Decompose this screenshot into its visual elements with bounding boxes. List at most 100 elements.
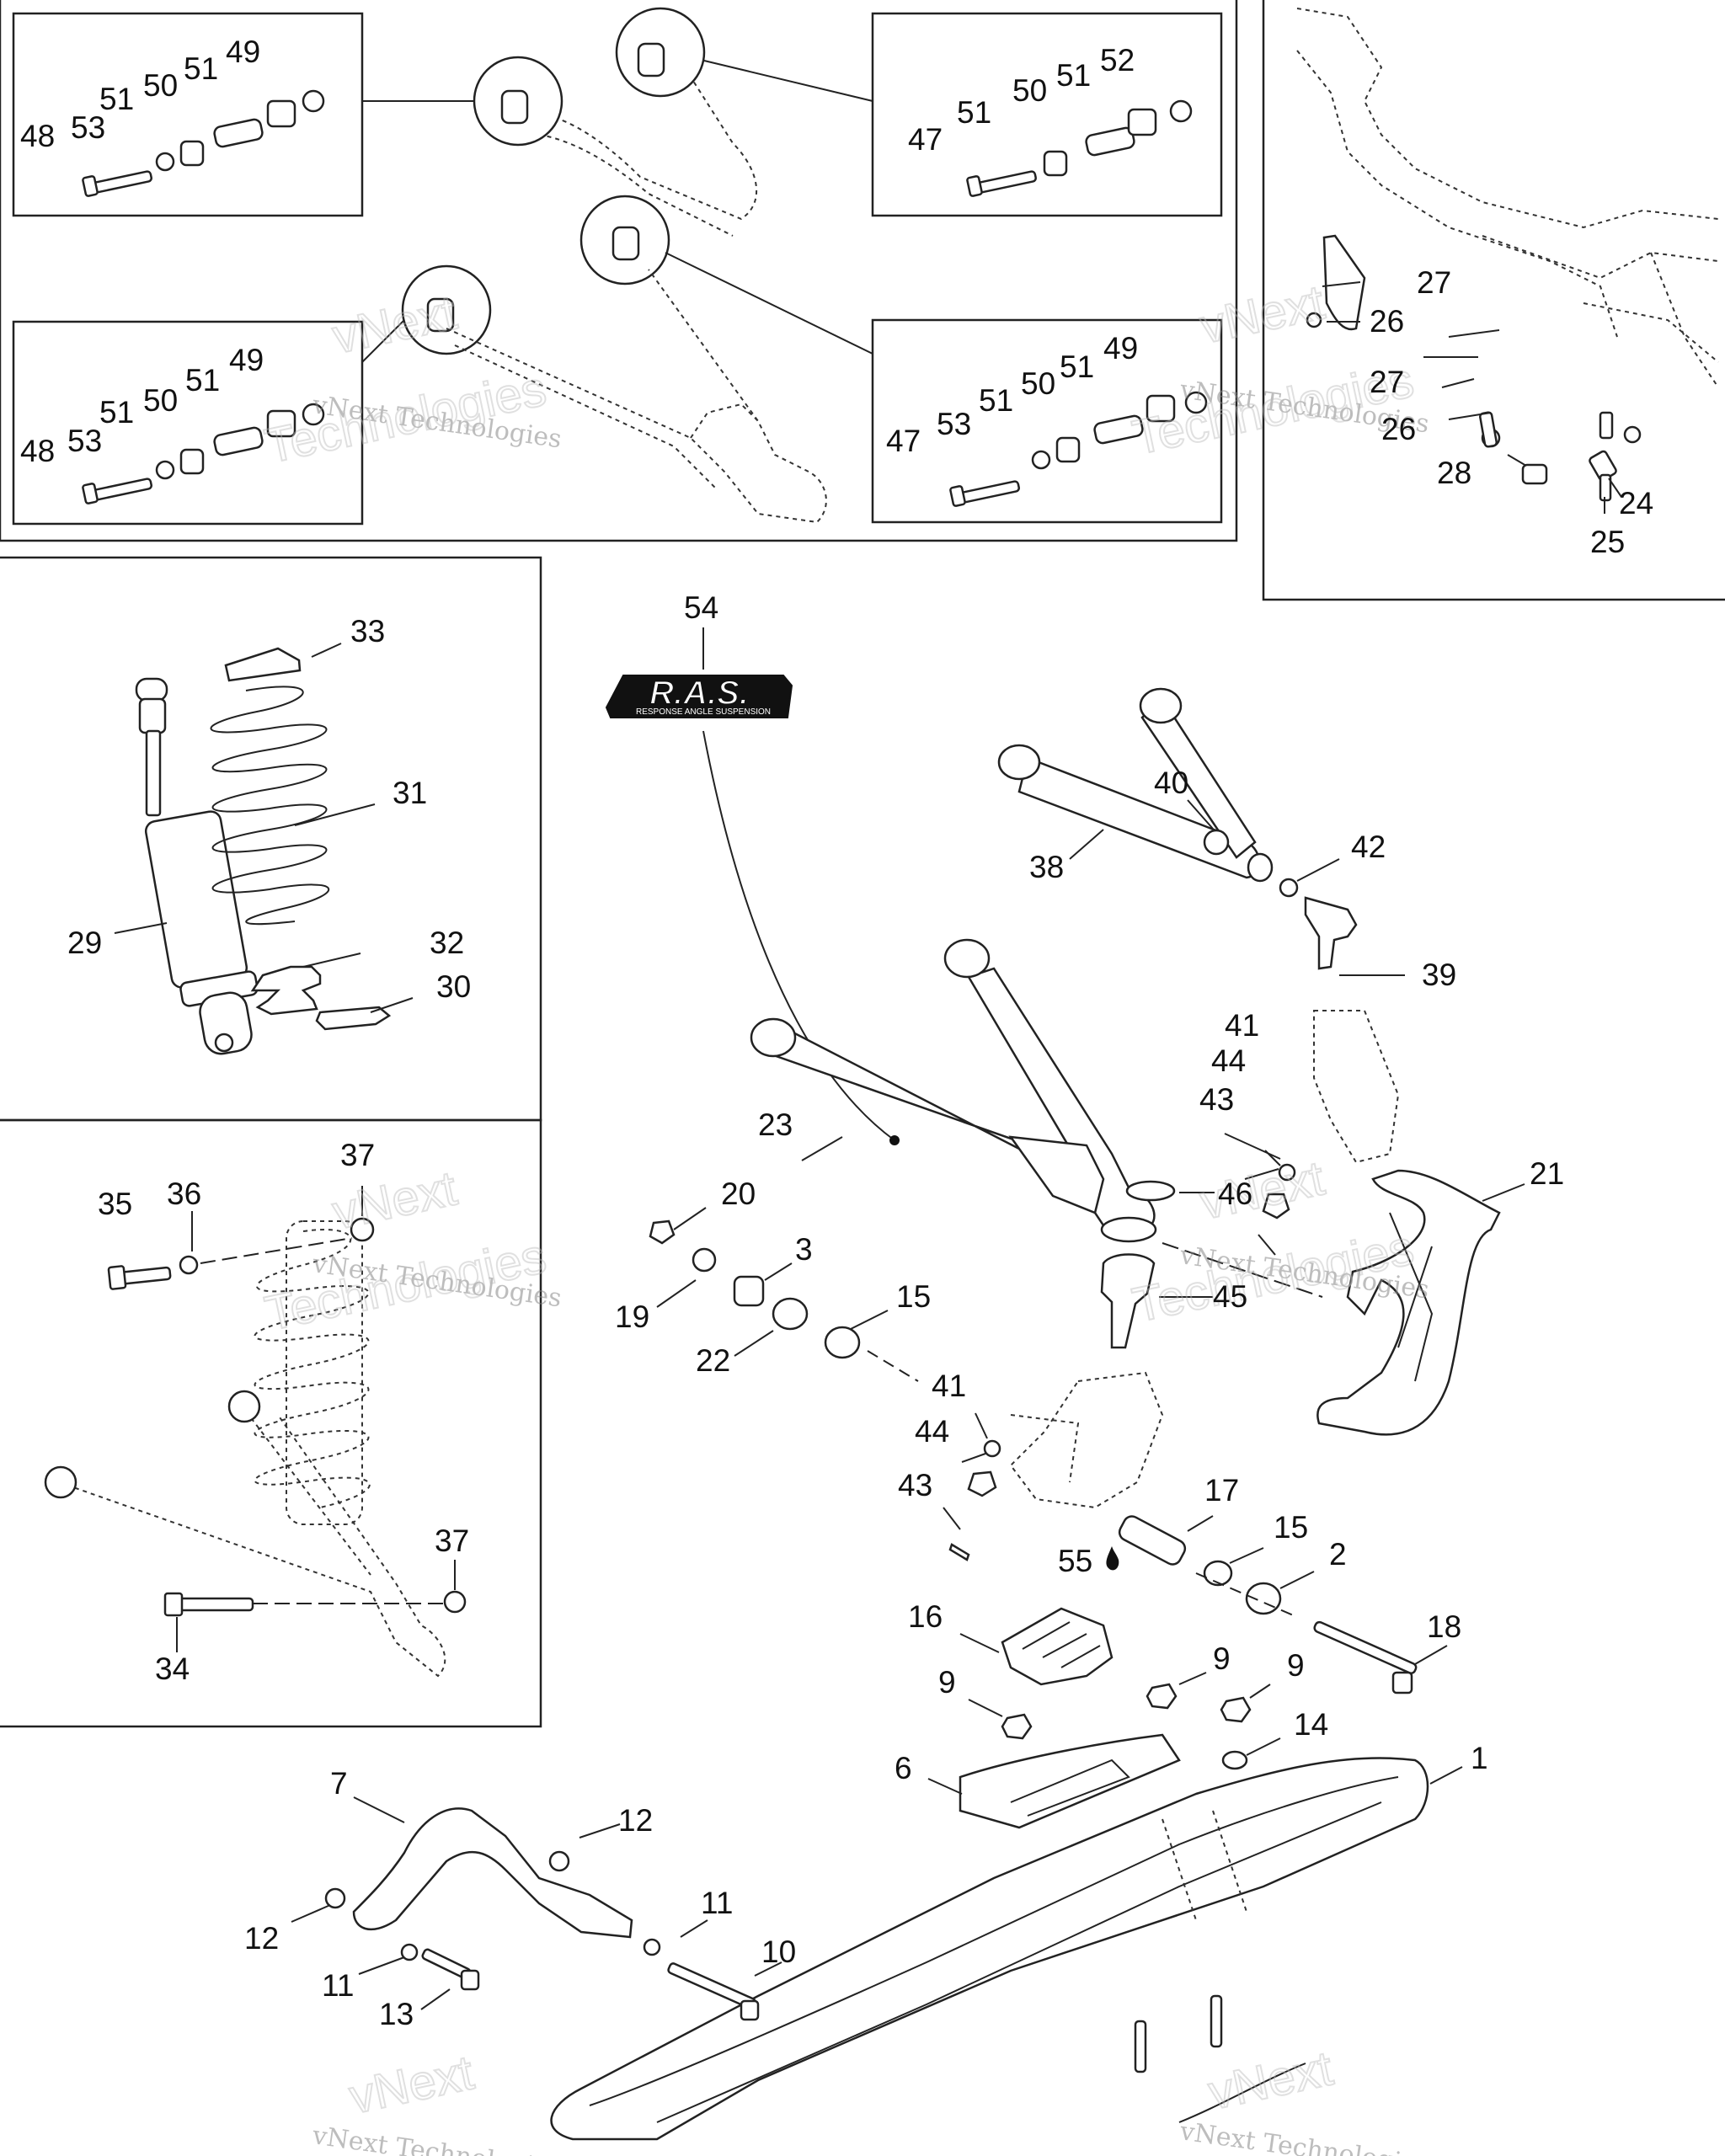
callout-25: 25	[1590, 525, 1625, 559]
shock-nut-upper	[350, 1217, 375, 1242]
callout-47: 47	[886, 424, 921, 458]
watermark-text: vNext Technologies	[1178, 2116, 1431, 2156]
lower-arm-ball-socket	[1100, 1216, 1157, 1243]
callout-26: 26	[1370, 304, 1404, 339]
callout-16: 16	[908, 1599, 943, 1634]
callout-48: 48	[20, 119, 55, 153]
upper-spindle	[1224, 1010, 1400, 1256]
callout-36: 36	[167, 1177, 201, 1211]
callout-44: 44	[915, 1414, 949, 1449]
ski-handle	[291, 1796, 782, 2021]
spring-top-cap	[224, 647, 302, 682]
callout-51: 51	[979, 383, 1013, 418]
callout-49: 49	[1103, 331, 1138, 366]
callout-53: 53	[71, 110, 105, 145]
watermark-line1: vNext	[344, 2045, 478, 2124]
callout-46: 46	[1218, 1177, 1252, 1211]
spring-seat-lower	[250, 965, 322, 1016]
ras-logo-subtitle: RESPONSE ANGLE SUSPENSION	[636, 707, 771, 717]
bolt-kit-top-right	[966, 99, 1193, 197]
watermark-text: vNext Technologies	[310, 2121, 563, 2156]
callout-51: 51	[99, 82, 134, 116]
wear-pad	[959, 1607, 1114, 1686]
lower-spindle	[943, 1371, 1164, 1561]
watermark-line2: Technologies	[260, 1229, 551, 1342]
callout-9: 9	[1287, 1648, 1305, 1683]
cotter-pin-lower	[948, 1543, 970, 1561]
callout-9: 9	[1213, 1641, 1231, 1676]
shock-panel	[0, 556, 542, 1122]
callout-50: 50	[1021, 366, 1055, 401]
shock-spring	[114, 643, 414, 1031]
pivot-bushings	[649, 1207, 919, 1382]
watermark-line1: vNext	[1195, 1150, 1329, 1230]
watermark-line1: vNext	[1204, 2041, 1338, 2120]
watermarks: vNext Technologies vNext Technologies vN…	[259, 274, 1431, 2156]
callout-32: 32	[430, 926, 464, 960]
callout-12: 12	[618, 1803, 653, 1838]
callout-52: 52	[1100, 43, 1135, 77]
shock-assembly-panel	[0, 1118, 542, 1728]
callout-15: 15	[896, 1279, 931, 1314]
callout-18: 18	[1427, 1609, 1461, 1644]
callout-37: 37	[340, 1138, 375, 1172]
upper-ball-joint	[1304, 896, 1358, 970]
detail-box-bottom-right	[871, 318, 1223, 524]
ras-decal: R.A.S. RESPONSE ANGLE SUSPENSION	[605, 627, 900, 1145]
callout-12: 12	[244, 1921, 279, 1956]
callout-10: 10	[761, 1935, 796, 1969]
callout-31: 31	[393, 776, 427, 810]
shock-absorber	[135, 677, 259, 1055]
callout-43: 43	[1199, 1082, 1234, 1117]
callout-33: 33	[350, 614, 385, 648]
callout-13: 13	[379, 1997, 414, 2031]
callouts: 48 53 51 50 51 49 47 51 50 51 52 48 53 5…	[20, 35, 1653, 2031]
callout-43: 43	[898, 1468, 932, 1502]
lower-a-arm	[750, 938, 1215, 1243]
shock-washer-upper	[179, 1255, 199, 1275]
callout-1: 1	[1471, 1741, 1488, 1775]
callout-28: 28	[1437, 456, 1471, 490]
callout-49: 49	[226, 35, 260, 69]
callout-51: 51	[99, 395, 134, 430]
callout-38: 38	[1029, 850, 1064, 884]
a-arm-detail	[361, 7, 873, 524]
callout-49: 49	[229, 343, 264, 377]
callout-19: 19	[615, 1299, 649, 1334]
upper-arm-washer	[1279, 878, 1299, 898]
callout-6: 6	[895, 1751, 912, 1785]
runner-plate	[927, 1733, 1181, 1829]
callout-41: 41	[932, 1369, 966, 1403]
callout-17: 17	[1204, 1473, 1239, 1508]
callout-50: 50	[1012, 73, 1047, 108]
bolt-kit-bottom-right	[949, 391, 1208, 507]
callout-44: 44	[1211, 1043, 1246, 1078]
bolt-kit-top-left	[82, 89, 325, 197]
callout-2: 2	[1329, 1537, 1347, 1572]
frames	[0, 0, 1725, 1728]
ras-logo-text: R.A.S.	[649, 675, 749, 712]
callout-35: 35	[98, 1187, 132, 1221]
callout-48: 48	[20, 434, 55, 468]
callout-20: 20	[721, 1177, 756, 1211]
retaining-ring	[1125, 1180, 1176, 1202]
callout-40: 40	[1154, 766, 1188, 800]
detail-box-bottom-left	[12, 320, 364, 526]
callout-42: 42	[1351, 830, 1386, 864]
shock-assembly-view	[44, 1186, 467, 1678]
callout-14: 14	[1294, 1707, 1328, 1742]
watermark-line2: Technologies	[1128, 1220, 1418, 1333]
callout-3: 3	[795, 1232, 813, 1267]
detail-box-top-right	[871, 12, 1223, 217]
callout-34: 34	[155, 1652, 190, 1686]
callout-26: 26	[1381, 412, 1416, 446]
callout-55: 55	[1058, 1544, 1092, 1578]
upper-a-arm	[997, 687, 1405, 976]
callout-45: 45	[1213, 1279, 1247, 1314]
callout-11: 11	[322, 1968, 354, 2003]
callout-29: 29	[67, 926, 102, 960]
detail-box-top-left	[12, 12, 364, 217]
callout-51: 51	[1056, 58, 1091, 93]
callout-21: 21	[1530, 1156, 1564, 1191]
